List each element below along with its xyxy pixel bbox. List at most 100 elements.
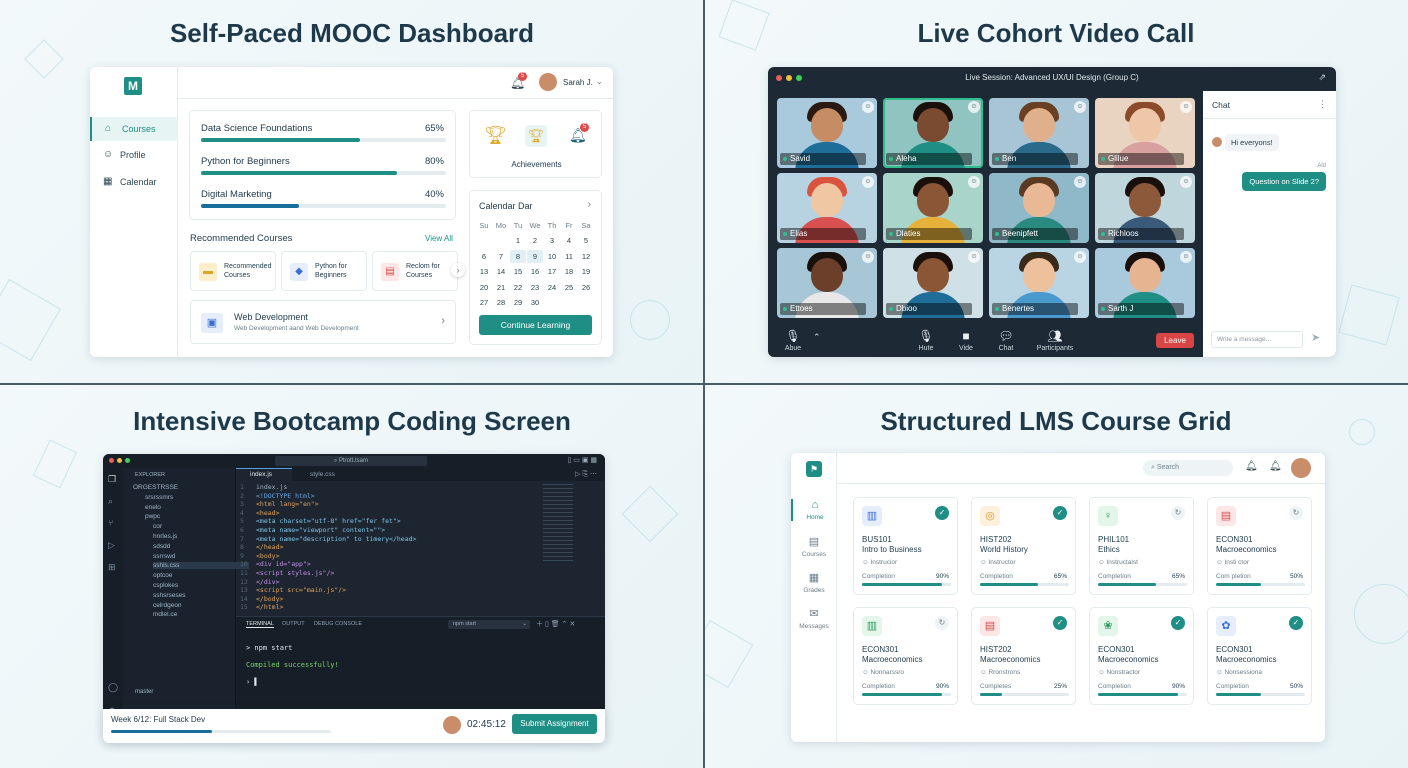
submit-assignment-button[interactable]: Submit Assignment [512,714,597,734]
calendar-day[interactable]: 28 [496,298,506,307]
calendar-day[interactable]: 23 [530,282,540,292]
recommended-card[interactable]: ◆ Python for Beginners [281,251,367,291]
recommended-card[interactable]: ▬ Recommended Courses [190,251,276,291]
calendar-day[interactable]: 7 [498,251,504,261]
calendar-day[interactable]: 17 [547,267,557,276]
account-icon[interactable]: ◯ [108,682,119,692]
bell-icon[interactable]: 🔔︎ [1245,461,1258,472]
calendar-day[interactable]: 20 [479,282,489,292]
window-close-dot[interactable] [776,75,782,81]
mic-toggle-button[interactable]: 🎙︎Abue [773,329,813,352]
calendar-day[interactable]: 29 [513,298,523,307]
files-icon[interactable]: ❐ [108,474,117,484]
calendar-day[interactable]: 14 [496,267,506,276]
calendar-day[interactable]: 10 [547,251,557,261]
sidebar-item-profile[interactable]: ☺Profile [90,143,178,167]
calendar-day[interactable]: 3 [549,236,555,245]
calendar-day[interactable]: 6 [481,251,487,261]
participant-tile[interactable]: ☺Sarth J [1095,248,1195,318]
participant-tile[interactable]: ☺Aleha [883,98,983,168]
nav-home[interactable]: ⌂Home [791,499,837,521]
calendar-day[interactable]: 30 [530,298,540,307]
window-minimize-dot[interactable] [786,75,792,81]
tab-index-js[interactable]: index.js [236,468,292,481]
participant-tile[interactable]: ☺Elias [777,173,877,243]
nav-grades[interactable]: ▦Grades [791,571,837,594]
file-tree-item[interactable]: sdsdd [153,542,171,550]
bell-icon[interactable]: 🔔︎ [1269,461,1282,472]
participant-tile[interactable]: ☺Beenipfett [989,173,1089,243]
window-maximize-dot[interactable] [125,458,130,463]
file-tree-item[interactable]: optcoe [153,572,173,580]
chevron-down-icon[interactable]: ⌄ [596,77,603,86]
participant-tile[interactable]: ☺Glilue [1095,98,1195,168]
calendar-day[interactable]: 2 [532,236,538,245]
chat-button[interactable]: 💬︎Chat [986,329,1026,352]
calendar-day[interactable]: 4 [566,236,572,245]
search-icon[interactable]: ⌕ [108,496,114,506]
extensions-icon[interactable]: ⊞ [108,562,116,572]
terminal-actions-icon[interactable]: ＋ ▯ 🗑︎ ⌃ ✕ [536,621,576,628]
participant-tile[interactable]: ☺Richloos [1095,173,1195,243]
nav-courses[interactable]: ▤Courses [791,535,837,558]
calendar-day[interactable]: 5 [583,236,589,245]
calendar-day[interactable]: 8 [510,249,526,263]
calendar-day[interactable]: 12 [581,251,591,261]
popout-icon[interactable]: ⇗ [1318,72,1326,82]
participants-button[interactable]: 👥︎Participants [1030,329,1080,352]
participant-tile[interactable]: ☺Savid [777,98,877,168]
participant-tile[interactable]: ☺Ettoes [777,248,877,318]
terminal-select[interactable]: npm start⌄ [448,620,530,629]
calendar-day[interactable]: 19 [581,267,591,276]
file-tree-item[interactable]: ssrrswd [153,552,176,560]
file-tree-item[interactable]: sshsrseses [153,591,186,599]
chevron-up-icon[interactable]: ⌃ [813,332,821,342]
view-all-link[interactable]: View All [425,234,453,243]
send-icon[interactable]: ➤ [1311,332,1321,344]
chat-input[interactable]: Write a message... [1211,331,1303,348]
file-tree-item[interactable]: enelo [145,503,161,511]
calendar-day[interactable]: 1 [515,236,521,245]
participant-tile[interactable]: ☺Ben [989,98,1089,168]
file-tree-item[interactable]: sshls.css [153,562,249,570]
calendar-day[interactable]: 25 [564,282,574,292]
tab-terminal[interactable]: TERMINAL [246,621,274,628]
calendar-day[interactable]: 21 [496,282,506,292]
mute-button[interactable]: 🎙︎Hute [906,329,946,352]
calendar-day[interactable]: 22 [513,282,523,292]
chevron-right-icon[interactable]: › [587,199,591,210]
file-tree-item[interactable]: cor [153,523,163,531]
search-input[interactable]: ⌕ Search [1143,460,1233,476]
calendar-day[interactable]: 11 [565,251,573,261]
calendar-day[interactable]: 15 [513,267,523,276]
file-tree-item[interactable]: mdlel.ce [153,611,178,619]
file-tree-item[interactable]: celrdgeon [153,601,182,609]
layout-icon[interactable]: ▯ ▭ ▣ ▦ [567,457,597,464]
tab-output[interactable]: OUTPUT [282,621,305,627]
file-tree-item[interactable]: srsrssmrs [145,493,174,501]
recommended-card[interactable]: ▤ Reclom for Courses [372,251,458,291]
window-close-dot[interactable] [109,458,114,463]
window-maximize-dot[interactable] [796,75,802,81]
web-dev-card[interactable]: ▣ Web Development Web Development aand W… [190,300,456,344]
participant-tile[interactable]: ☺Benertes [989,248,1089,318]
calendar-day[interactable]: 26 [581,282,591,292]
file-tree-item[interactable]: ORGESTRSSE [133,484,179,491]
nav-messages[interactable]: ✉Messages [791,607,837,630]
participant-tile[interactable]: ☺Dlaties [883,173,983,243]
achievements-card[interactable]: 🏆︎ 🏆︎ 🔔︎ 5 Achievements [469,110,602,178]
calendar-day[interactable]: 24 [547,282,557,292]
avatar[interactable] [1291,458,1311,478]
search-input[interactable]: ⌕ Ptrott.tsam [275,456,427,466]
calendar-day[interactable]: 13 [479,267,489,276]
run-icon[interactable]: ▷ ⎘ ⋯ [575,471,597,478]
